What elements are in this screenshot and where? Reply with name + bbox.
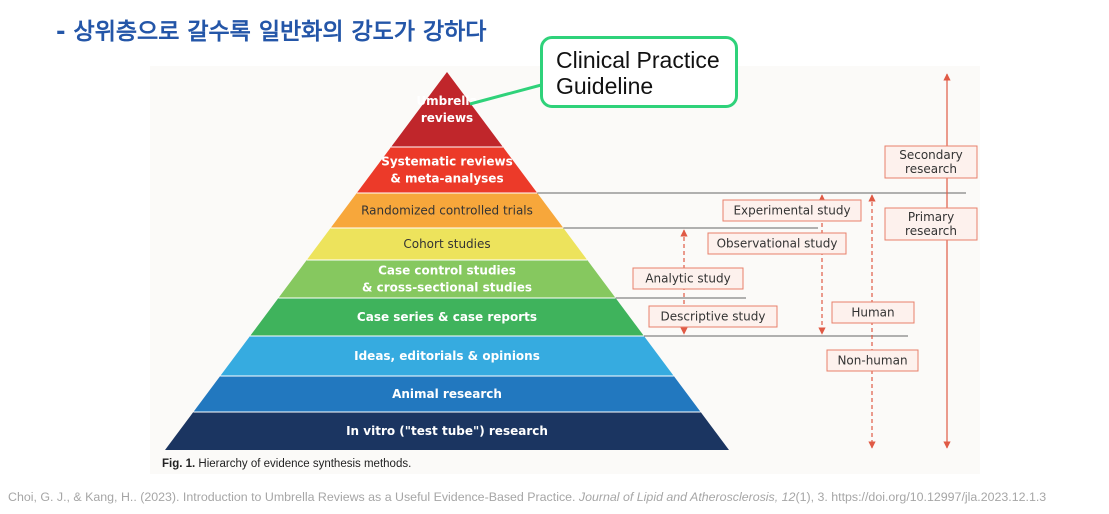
primary-research-tag-box: [884, 207, 978, 241]
pyramid-level-2: [356, 147, 538, 193]
pyramid-level-3: [330, 193, 564, 228]
secondary-research-tag-label: research: [905, 162, 957, 176]
descriptive-study-tag-box: [648, 305, 778, 328]
figure-caption: Fig. 1. Hierarchy of evidence synthesis …: [162, 458, 411, 470]
primary-research-tag-label: Primary: [908, 210, 954, 224]
page-heading: - 상위층으로 갈수록 일반화의 강도가 강하다: [56, 19, 487, 45]
pyramid-level-5-label: & cross-sectional studies: [362, 281, 532, 295]
secondary-research-tag-label: Secondary: [899, 148, 963, 162]
citation-journal: Journal of Lipid and Atherosclerosis, 12: [578, 490, 796, 504]
pyramid-level-7-label: Ideas, editorials & opinions: [354, 349, 540, 363]
pyramid-level-9: [165, 412, 729, 450]
pyramid-level-7: [220, 336, 674, 376]
pyramid-level-4: [306, 228, 588, 260]
analytic-study-tag-box: [632, 267, 744, 290]
pyramid-level-6: [250, 298, 644, 336]
figure-caption-text: Hierarchy of evidence synthesis methods.: [195, 458, 412, 470]
callout-line-2: Guideline: [556, 73, 654, 99]
human-tag-label: Human: [851, 306, 894, 320]
descriptive-study-tag-label: Descriptive study: [661, 310, 766, 324]
experimental-study-tag-label: Experimental study: [733, 204, 850, 218]
non-human-tag-label: Non-human: [837, 354, 907, 368]
clinical-practice-guideline-callout: Clinical Practice Guideline: [540, 36, 738, 108]
pyramid-level-1: [391, 72, 503, 147]
analytic-study-tag-label: Analytic study: [645, 272, 730, 286]
pyramid-level-3-label: Randomized controlled trials: [361, 204, 533, 218]
human-tag-box: [831, 301, 915, 324]
pyramid-level-5-label: Case control studies: [378, 264, 516, 278]
observational-study-tag-label: Observational study: [717, 237, 838, 251]
pyramid-level-1-label: Umbrella: [416, 94, 477, 108]
secondary-research-tag-box: [884, 145, 978, 179]
citation-prefix: Choi, G. J., & Kang, H.. (2023). Introdu…: [8, 490, 579, 504]
pyramid-level-2-label: & meta-analyses: [390, 172, 503, 186]
figure-caption-label: Fig. 1.: [162, 458, 196, 470]
source-citation: Choi, G. J., & Kang, H.. (2023). Introdu…: [8, 490, 1046, 504]
callout-line-1: Clinical Practice: [556, 47, 720, 73]
non-human-tag-box: [826, 349, 919, 372]
pyramid-level-8: [193, 376, 701, 412]
pyramid-level-6-label: Case series & case reports: [357, 310, 537, 324]
pyramid-level-2-label: Systematic reviews: [381, 155, 513, 169]
pyramid-level-4-label: Cohort studies: [403, 237, 490, 251]
experimental-study-tag-box: [722, 199, 862, 222]
observational-study-tag-box: [707, 232, 847, 255]
callout-pointer: [469, 82, 546, 106]
pyramid-level-5: [278, 260, 616, 298]
pyramid-level-8-label: Animal research: [392, 387, 502, 401]
pyramid-level-9-label: In vitro ("test tube") research: [346, 424, 548, 438]
citation-suffix: (1), 3. https://doi.org/10.12997/jla.202…: [795, 490, 1047, 504]
pyramid-level-1-label: reviews: [421, 111, 473, 125]
primary-research-tag-label: research: [905, 224, 957, 238]
